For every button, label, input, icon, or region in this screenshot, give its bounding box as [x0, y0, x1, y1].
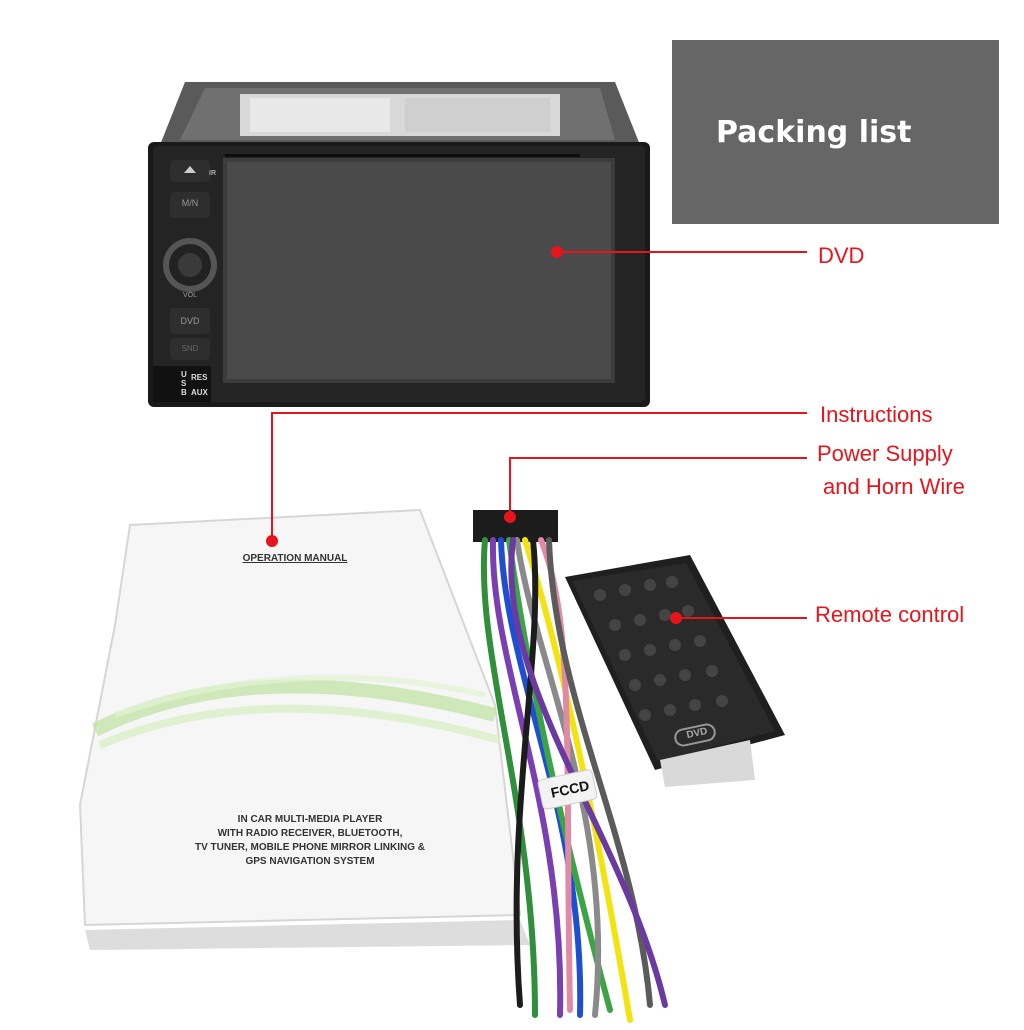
dvd-button: DVD [180, 316, 200, 326]
manual-illustration [78, 508, 530, 950]
dvd-unit-illustration [148, 82, 650, 407]
dvd-callout-label: DVD [818, 243, 865, 268]
wire-harness-illustration [473, 510, 668, 1023]
instructions-callout-label: Instructions [820, 402, 933, 427]
operation-manual-image: OPERATION MANUAL IN CAR MULTI-MEDIA PLAY… [75, 505, 535, 950]
remote-control-illustration [565, 555, 785, 787]
power-callout-label-line1: Power Supply [817, 441, 953, 466]
snd-button: SND [181, 344, 199, 353]
instructions-callout-vertical-line [271, 412, 273, 542]
manual-line-2: WITH RADIO RECEIVER, BLUETOOTH, [217, 828, 403, 839]
aux-label: AUX [191, 388, 208, 397]
manual-line-3: TV TUNER, MOBILE PHONE MIRROR LINKING & [195, 842, 425, 853]
power-callout-label-line2: and Horn Wire [823, 474, 965, 499]
res-label: RES [191, 373, 208, 382]
remote-callout-label: Remote control [815, 602, 965, 627]
manual-line-4: GPS NAVIGATION SYSTEM [245, 856, 375, 867]
usb-label: U S B [181, 370, 187, 397]
instructions-callout-line [271, 412, 807, 414]
manual-cover-title: OPERATION MANUAL [242, 553, 348, 564]
instructions-callout-dot [266, 535, 278, 547]
page-title: Packing list [716, 114, 912, 150]
packing-list-title-box: Packing list [672, 40, 999, 224]
wire-harness-image: FCCD [465, 505, 725, 1025]
power-callout-vertical-line [509, 457, 511, 517]
power-callout-line [509, 457, 807, 459]
remote-control-image: DVD [560, 555, 790, 790]
dvd-head-unit-image: M/N VOL DVD SND U S B RES AUX IR [145, 70, 655, 415]
mn-button: M/N [181, 198, 199, 208]
ir-label: IR [209, 170, 216, 177]
vol-knob-label: VOL [182, 292, 197, 299]
remote-callout-line [676, 617, 807, 619]
power-callout-dot [504, 511, 516, 523]
dvd-callout-line [557, 251, 807, 253]
manual-line-1: IN CAR MULTI-MEDIA PLAYER [237, 814, 383, 825]
